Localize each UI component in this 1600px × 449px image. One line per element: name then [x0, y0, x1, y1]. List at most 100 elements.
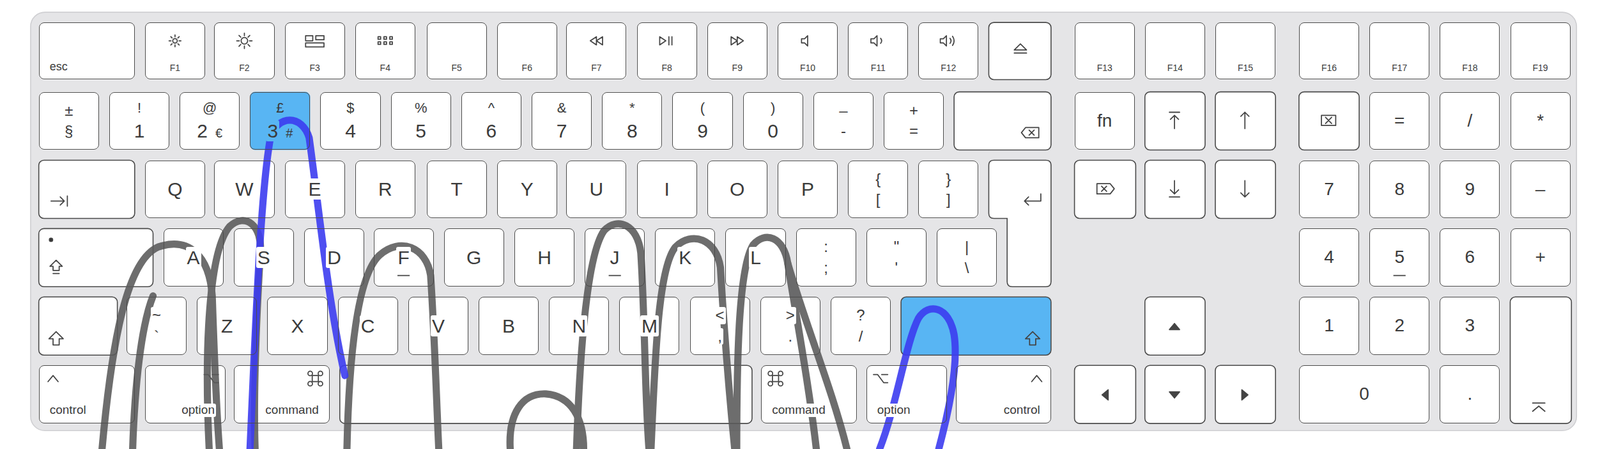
key-label-row: 1 — [132, 120, 147, 142]
key-label: X — [289, 315, 305, 337]
key-label: { — [874, 170, 882, 188]
icon-key — [1074, 364, 1137, 424]
keycap-fill — [1299, 296, 1360, 355]
key-label: 0 — [1357, 384, 1371, 404]
key-label-row: 3# — [265, 120, 294, 142]
key-label: F16 — [1320, 63, 1339, 73]
key-cap: C — [338, 296, 399, 355]
key-cap: !1 — [109, 92, 170, 151]
keycap-fill — [126, 296, 187, 355]
key-cap: F6 — [497, 22, 558, 80]
keycap-fill — [38, 92, 100, 151]
keycap-fill — [1074, 92, 1135, 151]
key-label: . — [1466, 384, 1475, 404]
keycap-fill — [461, 92, 522, 151]
key-label: N — [570, 315, 588, 337]
key-label: R — [376, 178, 394, 200]
key-cap: G — [444, 228, 505, 287]
key-icon — [1102, 389, 1109, 400]
key-label: 5 — [1392, 247, 1406, 268]
key-label: ~ — [150, 306, 163, 324]
key-label: < — [714, 306, 726, 324]
key-cap: {[ — [847, 160, 908, 219]
key-icon — [51, 195, 68, 206]
key-icon — [1241, 389, 1248, 400]
key-label: ! — [136, 100, 143, 116]
key-label: ^ — [486, 100, 496, 116]
key-icon — [1169, 391, 1180, 399]
key-cap: F9 — [707, 22, 768, 80]
key-label-row: 0 — [766, 120, 780, 142]
key-icon — [778, 380, 783, 386]
key-icon — [1097, 183, 1115, 194]
key-label: [ — [874, 191, 882, 208]
key-icon — [870, 35, 882, 47]
key-cap: 5 — [1369, 228, 1430, 287]
keycap-fill — [936, 228, 997, 287]
key-label: U — [588, 178, 606, 200]
key-cap: F16 — [1299, 22, 1360, 80]
key-cap: command — [761, 364, 857, 424]
finger-stroke — [576, 223, 649, 449]
key-icon — [169, 35, 182, 48]
keycap-fill — [707, 22, 768, 80]
key-label: Q — [166, 178, 184, 200]
key-cap: 8 — [1369, 160, 1430, 219]
key-cap: 1 — [1299, 296, 1360, 355]
key-icon — [1021, 127, 1039, 138]
key-icon — [172, 38, 177, 43]
key-cap: – — [1510, 160, 1571, 219]
finger-stroke-blue — [879, 308, 956, 449]
key-cap: 7 — [1299, 160, 1360, 219]
key-icon — [768, 370, 773, 376]
keycap-fill — [304, 228, 365, 287]
key-cap: S — [233, 228, 294, 287]
key-label: control — [1002, 403, 1042, 417]
key-cap: F1 — [145, 22, 206, 80]
key-label: T — [449, 178, 464, 200]
key-cap: 6 — [1439, 228, 1500, 287]
keycap-fill — [284, 22, 346, 80]
icon-key — [1215, 92, 1276, 151]
key-label: ; — [822, 259, 830, 277]
keycap-fill — [497, 159, 558, 218]
key-cap: }] — [918, 160, 979, 219]
key-cap: <, — [690, 296, 751, 355]
key-label-row: 6 — [484, 120, 499, 142]
key-icon — [659, 36, 672, 45]
key-label: £ — [274, 100, 285, 116]
keycap-fill — [866, 228, 927, 287]
key-label: & — [555, 100, 569, 116]
key-cap: £3# — [249, 92, 310, 151]
key-icon — [1240, 112, 1250, 130]
key-label: 6 — [484, 120, 499, 142]
key-label: F5 — [449, 63, 463, 73]
key-cap: F8 — [637, 22, 698, 80]
key-cap: * — [1510, 92, 1571, 151]
key-cap: F5 — [426, 22, 487, 80]
key-icon — [49, 331, 64, 346]
key-cap: control — [955, 364, 1052, 424]
key-label: 7 — [555, 120, 569, 142]
home-key-bump — [608, 274, 622, 277]
keycap-fill — [338, 296, 399, 355]
key-cap: Q — [145, 160, 206, 219]
key-cap: F19 — [1510, 22, 1571, 80]
key-icon — [772, 375, 779, 382]
key-icon — [1532, 402, 1546, 411]
keycap-fill — [1145, 22, 1206, 80]
key-icon — [318, 380, 323, 386]
key-cap: W — [214, 160, 275, 219]
key-cap: K — [654, 228, 716, 287]
icon-key — [988, 22, 1051, 80]
key-label: @ — [201, 100, 218, 116]
key-label: F14 — [1166, 63, 1185, 73]
key-icon — [378, 36, 393, 45]
key-icon — [307, 380, 313, 386]
key-cap: (9 — [672, 92, 733, 151]
key-label: 4 — [1322, 247, 1336, 268]
key-label: 3 — [1463, 315, 1477, 336]
keycap-fill — [1299, 22, 1360, 80]
keycap-fill — [391, 92, 452, 151]
key-label: D — [325, 246, 343, 268]
